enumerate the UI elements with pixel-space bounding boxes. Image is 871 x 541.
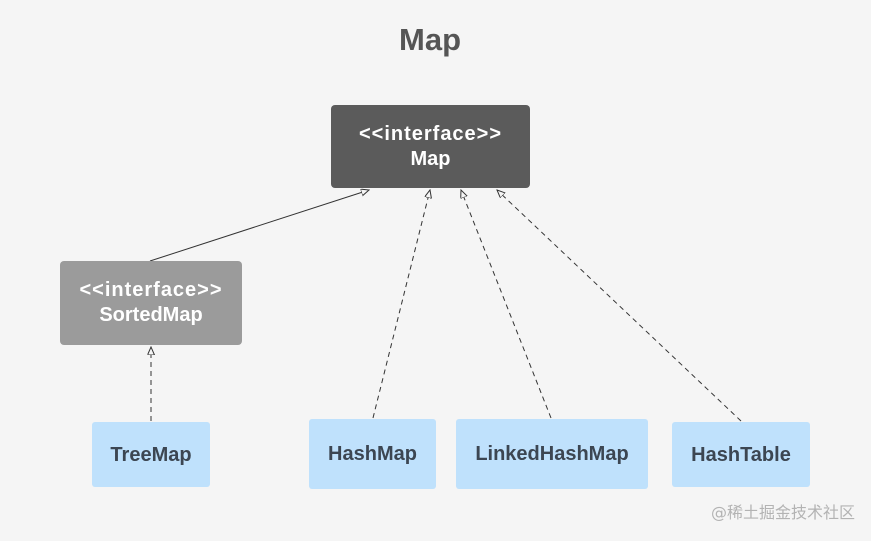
- watermark-text: @稀土掘金技术社区: [710, 503, 855, 522]
- node-name: HashMap: [328, 443, 417, 465]
- node-hashtable-class: HashTable: [672, 422, 810, 487]
- node-name: Map: [410, 147, 451, 170]
- node-treemap-class: TreeMap: [92, 422, 210, 487]
- node-linkedhashmap-class: LinkedHashMap: [456, 419, 648, 489]
- node-stereotype: <<interface>>: [79, 279, 223, 301]
- edge-sortedmap-to-map: [149, 190, 369, 262]
- node-stereotype: <<interface>>: [358, 122, 503, 145]
- node-sortedmap-interface: <<interface>> SortedMap: [60, 261, 242, 345]
- edge-hashmap-to-map: [372, 190, 430, 419]
- node-name: HashTable: [691, 443, 791, 466]
- edge-linkedhashmap-to-map: [461, 190, 552, 419]
- edge-hashtable-to-map: [497, 190, 742, 422]
- node-name: TreeMap: [110, 443, 192, 466]
- node-name: SortedMap: [99, 304, 203, 326]
- node-hashmap-class: HashMap: [309, 419, 436, 489]
- node-name: LinkedHashMap: [475, 443, 629, 465]
- node-map-interface: <<interface>> Map: [331, 105, 530, 188]
- diagram-title: Map: [399, 22, 461, 57]
